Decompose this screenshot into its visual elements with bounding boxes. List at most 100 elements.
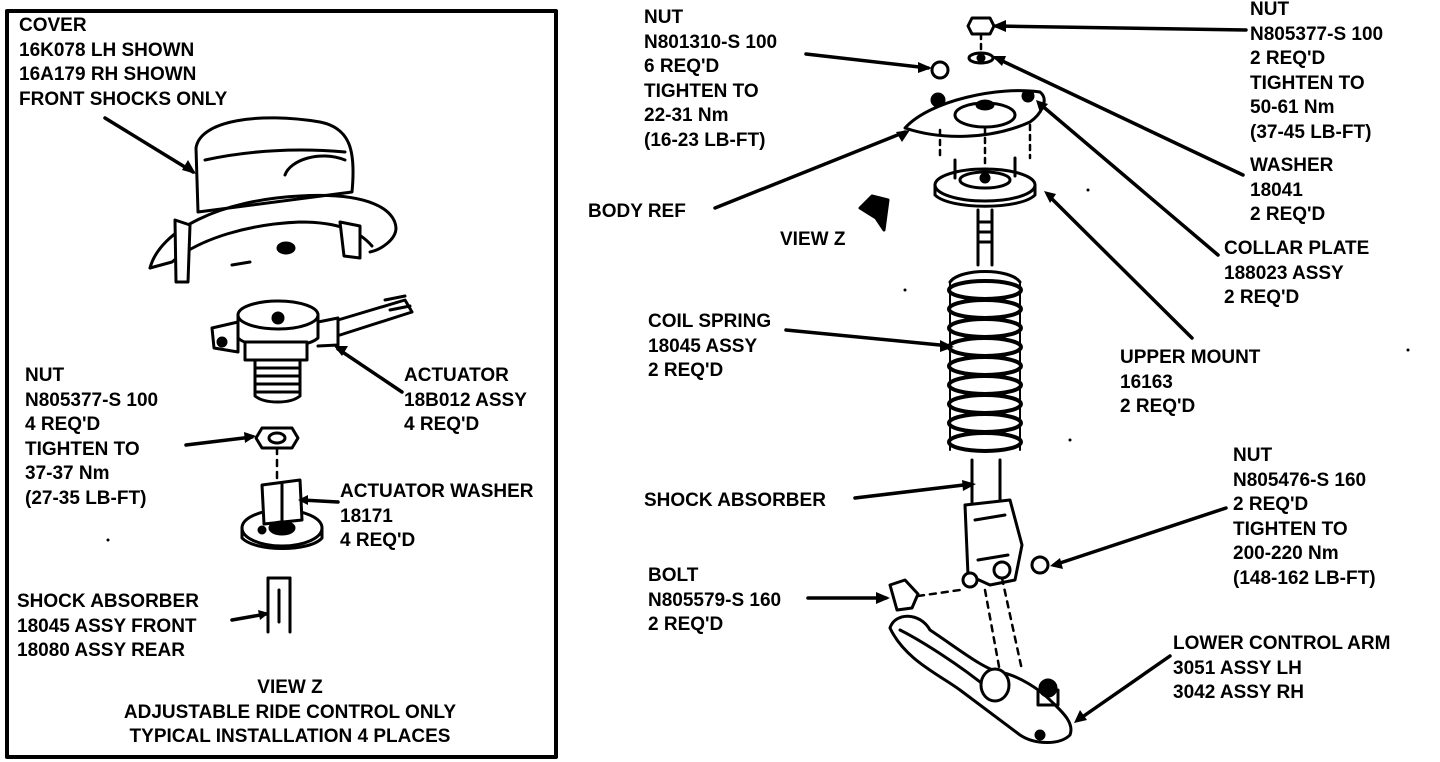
label-line: TIGHTEN TO [1233, 518, 1348, 540]
label-line: NUT [1233, 445, 1273, 466]
label-line: 4 REQ'D [404, 414, 480, 435]
label-line: 2 REQ'D [1224, 287, 1300, 308]
upper-mount-label: UPPER MOUNT 16163 2 REQ'D [1120, 346, 1260, 420]
bolt-part [888, 578, 962, 612]
label-line: 6 REQ'D [644, 56, 720, 77]
label-line: 188023 ASSY [1224, 262, 1344, 284]
label-line: 16163 [1120, 371, 1173, 393]
label-line: 2 REQ'D [1233, 494, 1309, 515]
label-line: 2 REQ'D [1120, 396, 1196, 417]
label-line: (148-162 LB-FT) [1233, 567, 1376, 589]
cover-part [148, 116, 398, 284]
view-z-arrow-icon [858, 194, 890, 232]
label-line: VIEW Z [780, 229, 846, 250]
label-line: NUT [25, 365, 65, 386]
label-line: (27-35 LB-FT) [25, 487, 147, 509]
spring-coil [947, 374, 1023, 396]
label-line: 200-220 Nm [1233, 543, 1339, 564]
label-line: ACTUATOR [404, 365, 509, 386]
spring-coil [947, 412, 1023, 434]
label-line: 3051 ASSY LH [1173, 657, 1302, 679]
view-z-arrowheads [182, 160, 348, 620]
view-z-nut-part [254, 426, 300, 450]
actuator-label: ACTUATOR 18B012 ASSY 4 REQ'D [404, 364, 527, 438]
body-ref-label: BODY REF [588, 200, 686, 225]
label-line: 22-31 Nm [644, 105, 729, 126]
shock-absorber-label: SHOCK ABSORBER [644, 489, 826, 514]
lower-nut-part [1030, 555, 1050, 575]
label-line: FRONT SHOCKS ONLY [19, 88, 228, 110]
piston-rod-part [976, 208, 994, 267]
label-line: 2 REQ'D [1250, 48, 1326, 69]
label-line: N805377-S 100 [25, 389, 159, 411]
label-line: 2 REQ'D [1250, 204, 1326, 225]
spring-coil [947, 355, 1023, 377]
spring-coil [947, 298, 1023, 320]
coil-spring-label: COIL SPRING 18045 ASSY 2 REQ'D [648, 310, 771, 384]
label-line: TYPICAL INSTALLATION 4 PLACES [129, 726, 451, 747]
label-line: TIGHTEN TO [644, 80, 759, 102]
label-line: SHOCK ABSORBER [644, 490, 826, 511]
label-line: TIGHTEN TO [1250, 72, 1365, 94]
view-z-leaders [103, 116, 404, 622]
label-line: BOLT [648, 565, 699, 586]
label-line: N801310-S 100 [644, 31, 778, 53]
label-line: 16A179 RH SHOWN [19, 64, 197, 85]
label-line: 18045 ASSY [648, 335, 758, 357]
spring-coil [947, 317, 1023, 339]
collar-plate-part [903, 60, 1046, 138]
actuator-washer-label: ACTUATOR WASHER 18171 4 REQ'D [340, 480, 534, 554]
label-line: SHOCK ABSORBER [17, 591, 199, 612]
label-line: 18045 ASSY FRONT [17, 615, 197, 637]
label-line: NUT [1250, 0, 1290, 20]
view-z-shock-absorber-label: SHOCK ABSORBER 18045 ASSY FRONT 18080 ASSY… [17, 590, 199, 664]
label-line: 4 REQ'D [25, 414, 101, 435]
label-line: UPPER MOUNT [1120, 347, 1261, 368]
label-line: 3042 ASSY RH [1173, 682, 1304, 703]
spring-coil [947, 393, 1023, 415]
label-line: N805579-S 160 [648, 589, 782, 611]
label-line: COIL SPRING [648, 311, 772, 332]
label-line: 18080 ASSY REAR [17, 640, 185, 661]
label-line: COLLAR PLATE [1224, 238, 1370, 259]
label-line: 2 REQ'D [648, 614, 724, 635]
label-line: 37-37 Nm [25, 463, 110, 484]
label-line: LOWER CONTROL ARM [1173, 633, 1391, 654]
bolt-label: BOLT N805579-S 160 2 REQ'D [648, 564, 781, 638]
label-line: VIEW Z [257, 677, 323, 698]
label-line: ADJUSTABLE RIDE CONTROL ONLY [123, 701, 457, 723]
label-line: 18171 [340, 505, 393, 527]
view-z-shock-part [266, 576, 292, 634]
top-nut-part [966, 16, 996, 65]
main-leaders [713, 24, 1248, 722]
label-line: ACTUATOR WASHER [340, 481, 534, 502]
spring-coil [947, 279, 1023, 301]
label-line: (37-45 LB-FT) [1250, 121, 1372, 143]
collar-plate-label: COLLAR PLATE 188023 ASSY 2 REQ'D [1224, 237, 1369, 311]
shock-body-part [961, 458, 1024, 589]
view-z-caption: VIEW Z ADJUSTABLE RIDE CONTROL ONLY TYPICA… [90, 676, 490, 750]
main-arrowheads [876, 20, 1087, 723]
label-line: (16-23 LB-FT) [644, 129, 766, 151]
view-z-frame [5, 9, 558, 759]
scan-specks [106, 188, 1410, 542]
label-line: 4 REQ'D [340, 530, 416, 551]
label-line: 50-61 Nm [1250, 97, 1335, 118]
coil-spring-coils [947, 279, 1023, 453]
upper-mount-part [933, 156, 1037, 208]
label-line: N805476-S 160 [1233, 469, 1367, 491]
label-line: 18B012 ASSY [404, 389, 527, 411]
label-line: TIGHTEN TO [25, 438, 140, 460]
lower-control-arm-label: LOWER CONTROL ARM 3051 ASSY LH 3042 ASSY R… [1173, 632, 1390, 706]
view-z-nut-label: NUT N805377-S 100 4 REQ'D TIGHTEN TO 37-37 N… [25, 364, 158, 511]
label-line: 2 REQ'D [648, 360, 724, 381]
spring-coil [947, 336, 1023, 358]
view-z-ref-label: VIEW Z [780, 228, 845, 253]
actuator-part [210, 294, 414, 404]
label-line: COVER [19, 15, 87, 36]
spring-coil [947, 431, 1023, 453]
